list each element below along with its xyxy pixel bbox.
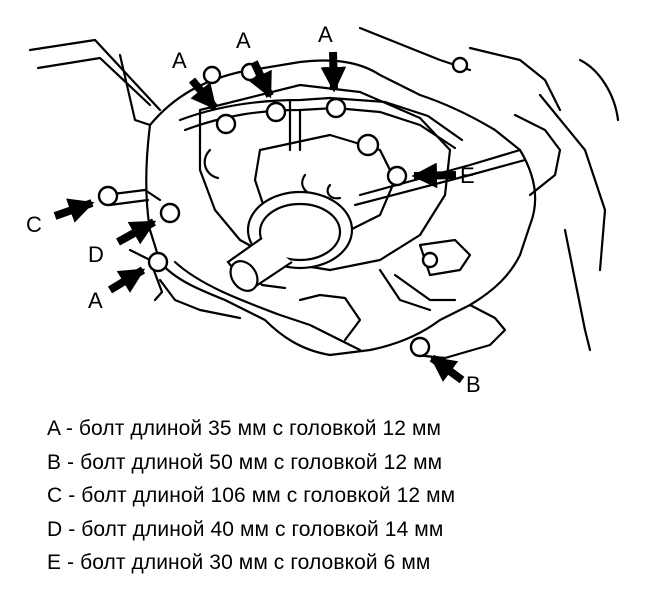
label-a-top-right: A — [318, 22, 333, 47]
label-c: C — [26, 212, 42, 237]
bolt-d — [159, 202, 181, 224]
bolt-b — [409, 336, 431, 358]
arrow-a-top-left — [188, 77, 219, 111]
bolt-a-top-middle — [265, 101, 287, 123]
arrow-c — [53, 198, 95, 223]
shaft — [226, 190, 354, 292]
arrow-a-top-middle — [248, 60, 274, 99]
legend-row-d: D - болт длиной 40 мм с головкой 14 мм — [47, 517, 444, 541]
callout-arrows — [53, 51, 465, 384]
bolt-a-top-left — [215, 113, 237, 135]
bolt-c — [97, 185, 119, 207]
label-d: D — [88, 242, 104, 267]
legend-row-e: Е - болт длиной 30 мм с головкой 6 мм — [47, 551, 431, 574]
cover-outline — [28, 26, 620, 360]
engine-cover-diagram: A A A E C D A B — [26, 22, 620, 397]
arrow-e — [411, 162, 457, 189]
arrow-d — [116, 218, 157, 246]
arrow-a-top-right — [320, 51, 347, 93]
bolt-a-left — [147, 251, 169, 273]
label-a-left: A — [88, 288, 103, 313]
arrow-a-left — [107, 266, 146, 294]
bolt-a-top-right — [325, 97, 347, 119]
bolt-e — [386, 165, 408, 187]
legend-row-c: С - болт длиной 106 мм с головкой 12 мм — [47, 484, 456, 507]
legend-row-b: В - болт длиной 50 мм с головкой 12 мм — [47, 450, 443, 474]
legend-row-a: A - болт длиной 35 мм с головкой 12 мм — [47, 417, 442, 440]
label-b: B — [466, 372, 481, 397]
bolt-legend: A - болт длиной 35 мм с головкой 12 мм В… — [47, 412, 637, 580]
arrow-b — [429, 354, 465, 384]
label-a-top-middle: A — [236, 28, 251, 53]
label-a-top-left: A — [172, 48, 187, 73]
label-e: E — [460, 163, 475, 188]
